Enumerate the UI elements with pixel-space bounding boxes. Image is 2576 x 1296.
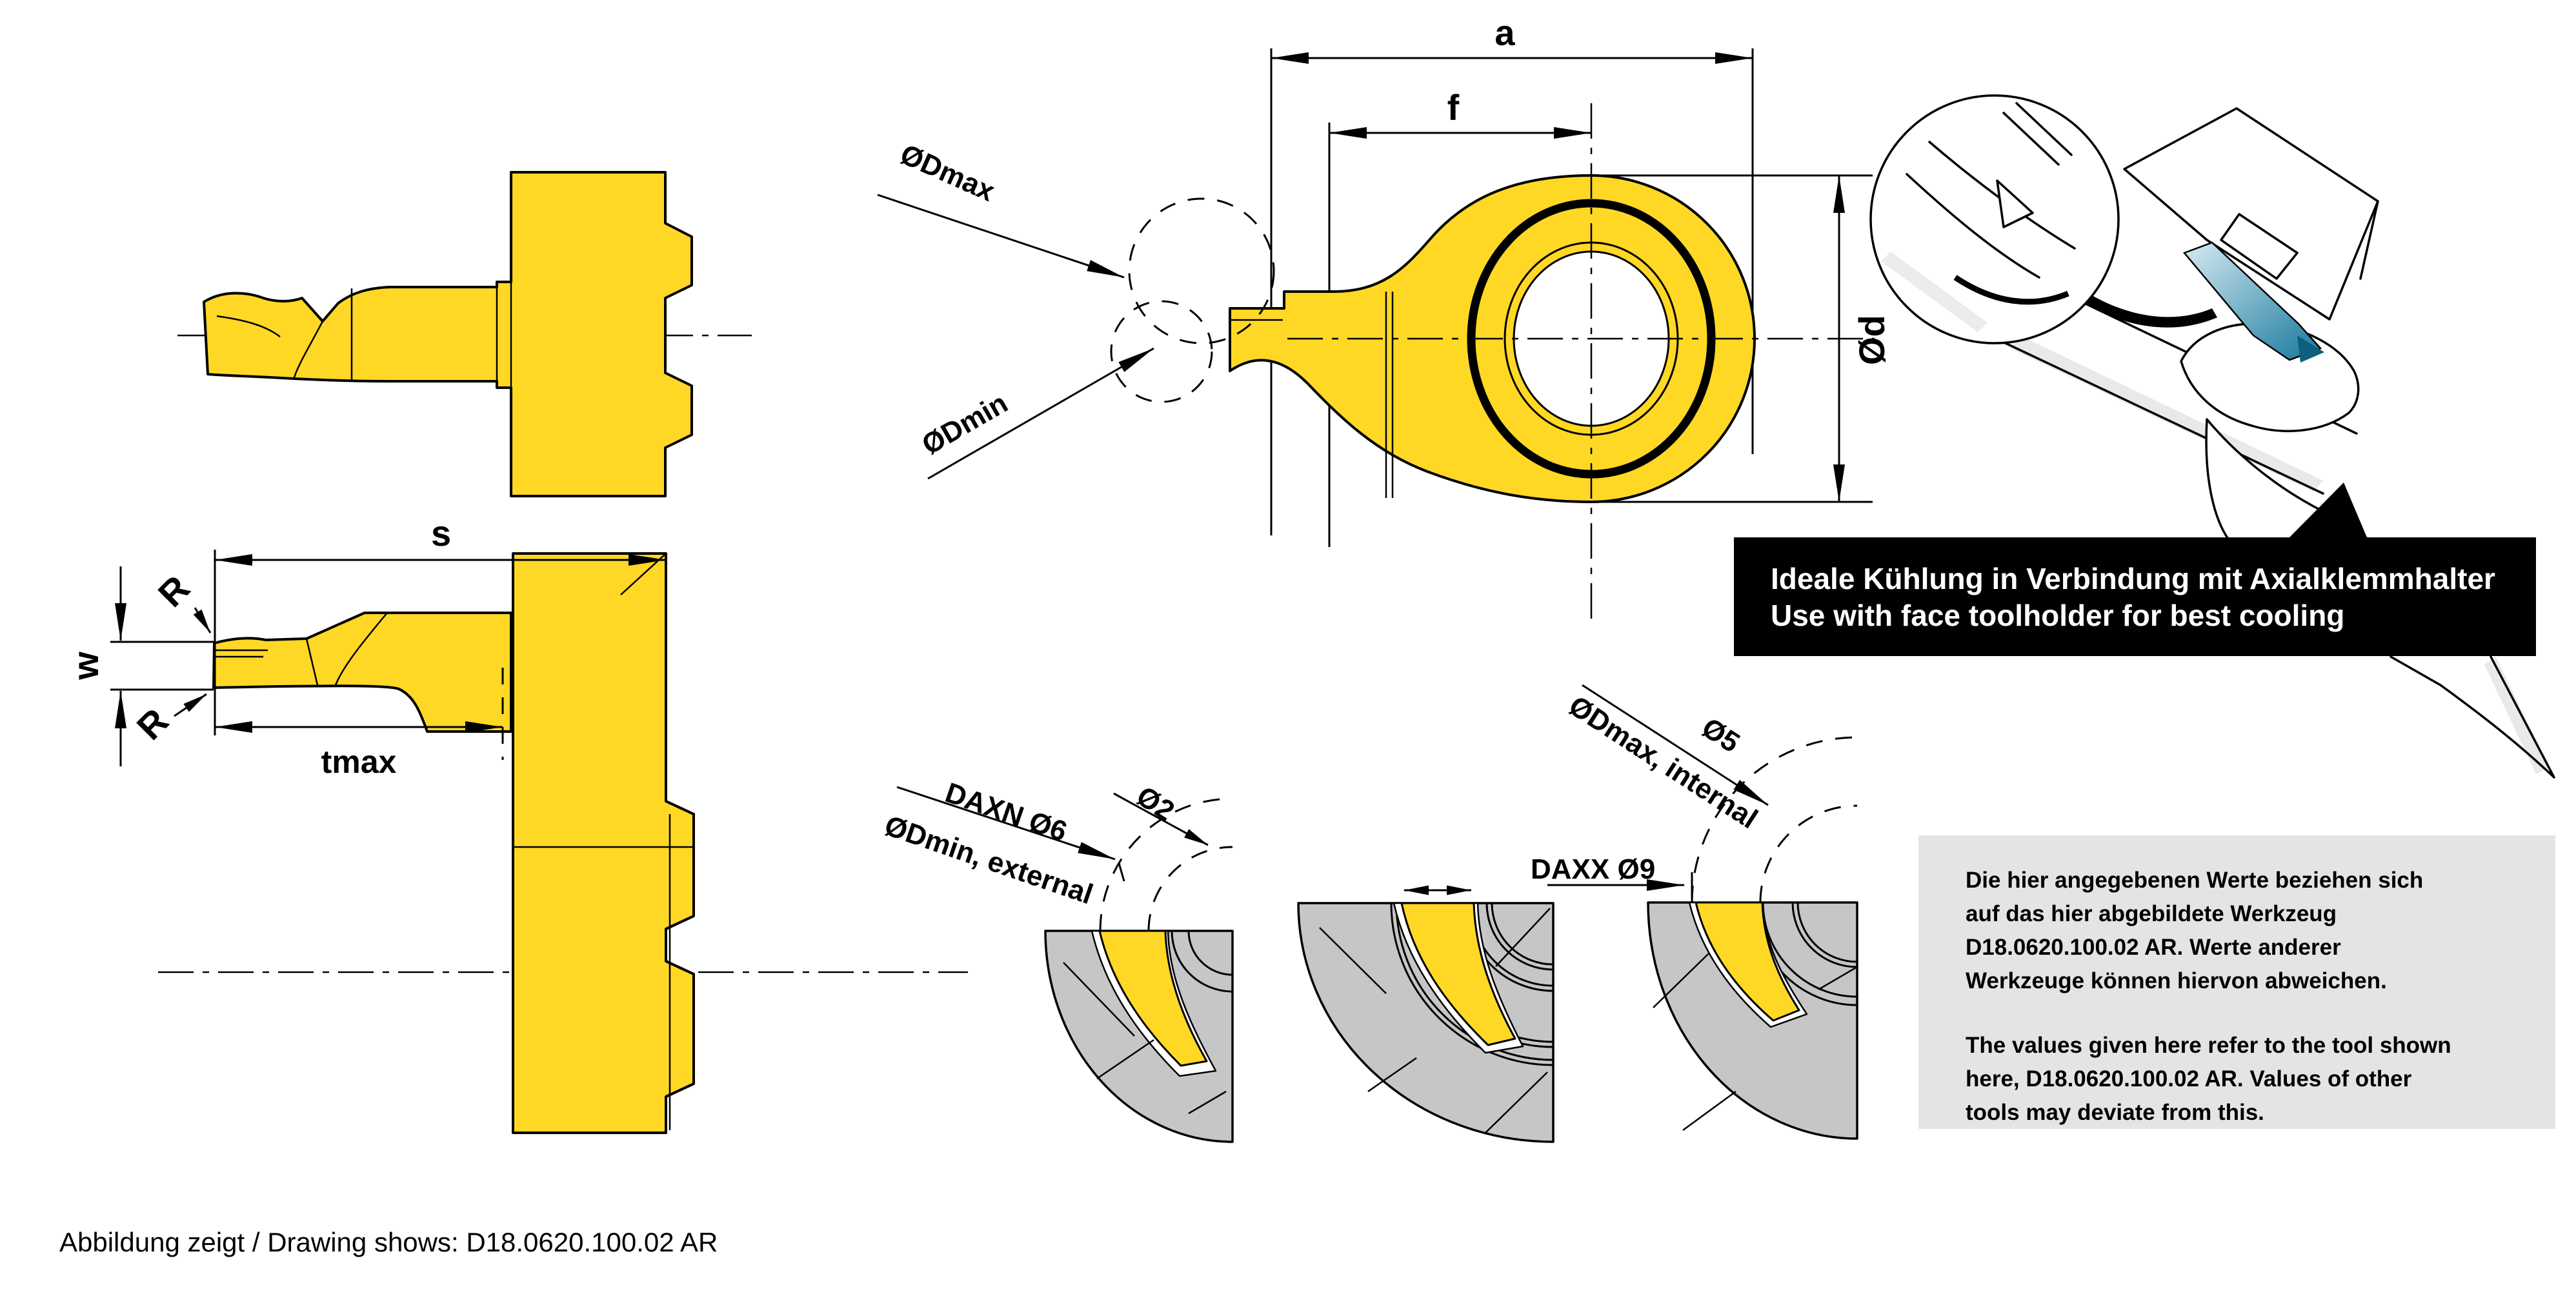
head-insert-seams bbox=[1385, 292, 1394, 498]
odmax-internal-label: ØDmax, internal bbox=[1564, 690, 1764, 835]
application-illustration bbox=[1869, 94, 2555, 779]
cooling-banner-line2: Use with face toolholder for best coolin… bbox=[1771, 599, 2345, 632]
tmax-label: tmax bbox=[321, 744, 397, 780]
note-line: tools may deviate from this. bbox=[1966, 1100, 2264, 1125]
plan-view-seam-2 bbox=[305, 638, 319, 686]
cross-sections: DAXN Ø6 ØDmin, external Ø2 DAXX Ø9 bbox=[881, 684, 1858, 1143]
section-daxn-insert bbox=[1098, 930, 1208, 1067]
chip-swoosh bbox=[2082, 292, 2217, 328]
bar-lower-edges bbox=[2390, 655, 2555, 779]
drawing-caption: Abbildung zeigt / Drawing shows: D18.062… bbox=[59, 1227, 718, 1257]
bar-highlight bbox=[2010, 335, 2323, 492]
workpiece-slot bbox=[2220, 213, 2299, 280]
section-daxx-insert bbox=[1695, 901, 1800, 1022]
note-box: Die hier angegebenen Werte beziehen sich… bbox=[1918, 835, 2555, 1129]
section-daxx-groove-arcs bbox=[1753, 902, 1858, 1006]
r-bottom-label: R bbox=[129, 701, 176, 748]
section-daxn: DAXN Ø6 ØDmin, external Ø2 bbox=[881, 777, 1234, 1143]
coolant-jet bbox=[2182, 241, 2322, 361]
r-top-leader bbox=[193, 607, 212, 633]
daxx-label: DAXX Ø9 bbox=[1531, 853, 1655, 885]
cooling-banner: Ideale Kühlung in Verbindung mit Axialkl… bbox=[1734, 537, 2536, 656]
plan-view-flange bbox=[512, 552, 695, 1134]
odmax-label: ØDmax bbox=[896, 138, 1000, 208]
note-line: Die hier angegebenen Werte beziehen sich bbox=[1966, 868, 2424, 893]
banner-pointer-arrow bbox=[2289, 483, 2367, 537]
note-english: The values given here refer to the tool … bbox=[1966, 1029, 2555, 1130]
o2-leader bbox=[1113, 792, 1209, 846]
section-middle-insert bbox=[1400, 902, 1516, 1046]
coolant-tip bbox=[2297, 335, 2324, 363]
detail-highlight bbox=[1881, 252, 1987, 332]
note-line: auf das hier abgebildete Werkzeug bbox=[1966, 901, 2337, 926]
side-view-beak-seam bbox=[216, 315, 281, 337]
section-daxn-bore-arcs bbox=[1171, 930, 1233, 993]
section-middle bbox=[1297, 885, 1555, 1143]
detail-circle bbox=[1869, 94, 2120, 344]
odmin-label: ØDmin bbox=[917, 387, 1013, 461]
w-label: w bbox=[65, 652, 106, 681]
workpiece-block bbox=[2123, 107, 2379, 321]
f-label: f bbox=[1447, 87, 1460, 128]
s-label: s bbox=[431, 513, 451, 553]
detail-cut-line bbox=[1953, 275, 2069, 305]
od-label: Ød bbox=[1851, 315, 1892, 365]
o5-label: Ø5 bbox=[1696, 712, 1746, 759]
odmax-internal-leader bbox=[1582, 684, 1769, 806]
note-line: Werkzeuge können hiervon abweichen. bbox=[1966, 968, 2387, 993]
head-view: a f Ød ØDmax ØDmin bbox=[877, 12, 1892, 623]
note-line: The values given here refer to the tool … bbox=[1966, 1033, 2451, 1058]
section-daxx: DAXX Ø9 ØDmax, internal Ø5 bbox=[1531, 684, 1858, 1140]
odmax-leader bbox=[877, 194, 1125, 279]
bar-edge-bottom bbox=[2004, 342, 2324, 495]
side-view bbox=[177, 171, 752, 497]
side-view-tool-body bbox=[203, 171, 693, 497]
a-label: a bbox=[1494, 12, 1515, 53]
detail-insert-lines bbox=[2002, 102, 2073, 166]
plan-view-insert-seam bbox=[334, 612, 388, 686]
plan-view: s w R R tmax bbox=[65, 513, 968, 1134]
section-daxx-hatch bbox=[1653, 953, 1857, 1132]
w-extension-lines bbox=[110, 641, 214, 691]
daxn-tick bbox=[1118, 862, 1125, 882]
r-bottom-leader bbox=[174, 693, 207, 717]
note-german: Die hier angegebenen Werte beziehen sich… bbox=[1966, 864, 2555, 998]
note-line: D18.0620.100.02 AR. Werte anderer bbox=[1966, 935, 2341, 960]
section-daxx-dashed-arcs bbox=[1691, 736, 1858, 903]
section-daxn-dashed-arcs bbox=[1099, 797, 1233, 932]
note-line: here, D18.0620.100.02 AR. Values of othe… bbox=[1966, 1066, 2412, 1092]
odmin-leader bbox=[927, 347, 1154, 480]
workpiece-edge bbox=[2359, 200, 2379, 280]
cooling-banner-line1: Ideale Kühlung in Verbindung mit Axialkl… bbox=[1771, 562, 2495, 595]
plan-view-head bbox=[212, 612, 512, 733]
section-middle-hatch bbox=[1319, 908, 1551, 1133]
section-daxn-body bbox=[1044, 930, 1234, 1143]
detail-bar-lower bbox=[1906, 173, 2040, 279]
side-view-notch-seam bbox=[292, 321, 324, 380]
detail-insert-tip bbox=[1996, 179, 2034, 228]
daxn-leader bbox=[896, 786, 1116, 861]
od-extension-lines bbox=[1600, 174, 1873, 503]
plan-view-pocket-steps bbox=[216, 649, 268, 658]
o2-label: Ø2 bbox=[1131, 780, 1180, 827]
section-daxn-hatch bbox=[1063, 962, 1227, 1115]
odmin-dashed-circle bbox=[1110, 300, 1213, 403]
r-top-label: R bbox=[150, 568, 197, 615]
odmax-dashed-circle bbox=[1128, 197, 1275, 344]
bar-highlight-lower bbox=[2484, 657, 2549, 774]
